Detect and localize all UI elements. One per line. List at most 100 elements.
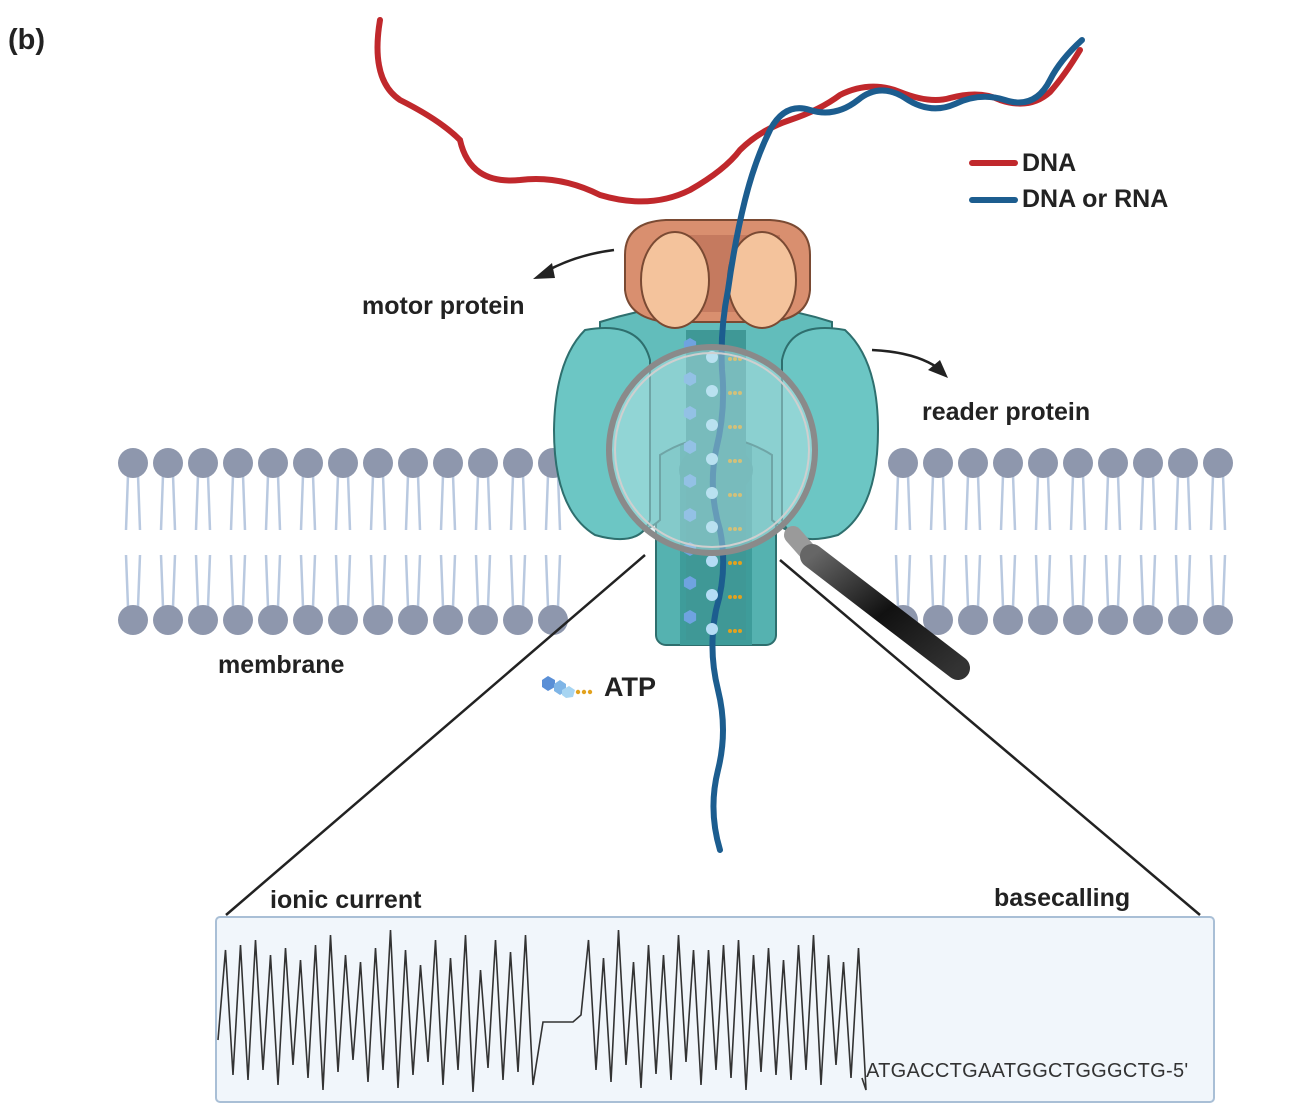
phosphate-dot xyxy=(733,391,737,395)
lipid-head xyxy=(1098,605,1128,635)
legend-dna-or-rna-label: DNA or RNA xyxy=(1022,185,1169,213)
motor-protein-label: motor protein xyxy=(362,292,525,320)
lipid-head xyxy=(1133,448,1163,478)
phosphate-dot xyxy=(733,493,737,497)
ionic-current-label: ionic current xyxy=(270,886,422,914)
panel-label: (b) xyxy=(8,24,46,56)
nucleotide-bead xyxy=(683,372,697,386)
phosphate-dot xyxy=(738,493,742,497)
lipid-tails xyxy=(229,474,247,608)
phosphate-dot xyxy=(728,595,732,599)
nucleotide-bead xyxy=(706,521,718,533)
lipid-head xyxy=(1133,605,1163,635)
lipid-head xyxy=(153,448,183,478)
lipid-head xyxy=(468,448,498,478)
legend-dna-label: DNA xyxy=(1022,149,1077,177)
lipid-head xyxy=(1063,605,1093,635)
ionic-current-box xyxy=(215,916,1215,1103)
lipid-tails xyxy=(404,474,422,608)
atp-icon xyxy=(542,676,593,698)
phosphate-dot xyxy=(733,357,737,361)
lipid-tails xyxy=(124,474,142,608)
dna-strands xyxy=(374,17,1085,853)
lipid-head xyxy=(118,605,148,635)
lipid-tails xyxy=(509,474,527,608)
lipid-tails xyxy=(264,474,282,608)
phosphate-dot xyxy=(733,459,737,463)
lipid-head xyxy=(1168,605,1198,635)
lipid-head xyxy=(503,448,533,478)
lipid-head xyxy=(1098,448,1128,478)
lipid-head xyxy=(293,448,323,478)
phosphate-dot xyxy=(728,629,732,633)
phosphate-dot xyxy=(738,391,742,395)
lipid-head xyxy=(503,605,533,635)
phosphate-dot xyxy=(738,629,742,633)
ionic-current-trace xyxy=(217,929,867,1093)
lipid-head xyxy=(993,448,1023,478)
phosphate-dot xyxy=(728,459,732,463)
lipid-head xyxy=(993,605,1023,635)
nucleotide-bead xyxy=(683,440,697,454)
lipid-tails xyxy=(1034,474,1052,608)
phosphate-dot xyxy=(733,595,737,599)
lipid-head xyxy=(188,605,218,635)
lipid-head xyxy=(1203,448,1233,478)
atp-label: ATP xyxy=(604,672,656,702)
phosphate-dot xyxy=(728,493,732,497)
lipid-head xyxy=(958,448,988,478)
lipid-tails xyxy=(894,474,912,608)
basecalling-label: basecalling xyxy=(994,884,1131,912)
nucleotide-bead xyxy=(706,555,718,567)
lipid-tails xyxy=(1069,474,1087,608)
nucleotide-bead xyxy=(683,610,697,624)
membrane-bilayer xyxy=(118,448,1233,635)
lipid-head xyxy=(1168,448,1198,478)
nucleotide-bead xyxy=(706,385,718,397)
nucleotide-bead xyxy=(683,508,697,522)
phosphate-dot xyxy=(728,391,732,395)
motor-protein xyxy=(624,219,811,329)
phosphate-dot xyxy=(728,357,732,361)
phosphate-dot xyxy=(733,425,737,429)
phosphate-dot xyxy=(728,425,732,429)
lipid-tails xyxy=(369,474,387,608)
lipid-head xyxy=(433,448,463,478)
nucleotide-bead xyxy=(706,623,718,635)
lipid-tails xyxy=(439,474,457,608)
phosphate-dot xyxy=(738,425,742,429)
lipid-head xyxy=(293,605,323,635)
lipid-tails xyxy=(159,474,177,608)
lipid-head xyxy=(223,605,253,635)
nucleotide-bead xyxy=(706,453,718,465)
lipid-head xyxy=(398,605,428,635)
lipid-head xyxy=(328,605,358,635)
lipid-head xyxy=(258,605,288,635)
lipid-head xyxy=(223,448,253,478)
membrane-label: membrane xyxy=(218,651,345,679)
lipid-tails xyxy=(474,474,492,608)
phosphate-dot xyxy=(733,629,737,633)
lipid-head xyxy=(1028,605,1058,635)
lipid-head xyxy=(923,448,953,478)
lipid-head xyxy=(1063,448,1093,478)
legend xyxy=(969,160,1018,203)
zoom-lines xyxy=(225,554,1201,916)
phosphate-dot xyxy=(738,561,742,565)
phosphate-dot xyxy=(738,527,742,531)
lipid-head xyxy=(1028,448,1058,478)
lipid-tails xyxy=(334,474,352,608)
lipid-tails xyxy=(299,474,317,608)
lipid-head xyxy=(363,605,393,635)
lipid-head xyxy=(888,448,918,478)
phosphate-dot xyxy=(728,527,732,531)
lipid-head xyxy=(328,448,358,478)
nucleotide-bead xyxy=(683,406,697,420)
lipid-head xyxy=(363,448,393,478)
lipid-tails xyxy=(194,474,212,608)
lipid-head xyxy=(188,448,218,478)
lipid-head xyxy=(923,605,953,635)
lipid-head xyxy=(1203,605,1233,635)
lipid-tails xyxy=(1174,474,1192,608)
